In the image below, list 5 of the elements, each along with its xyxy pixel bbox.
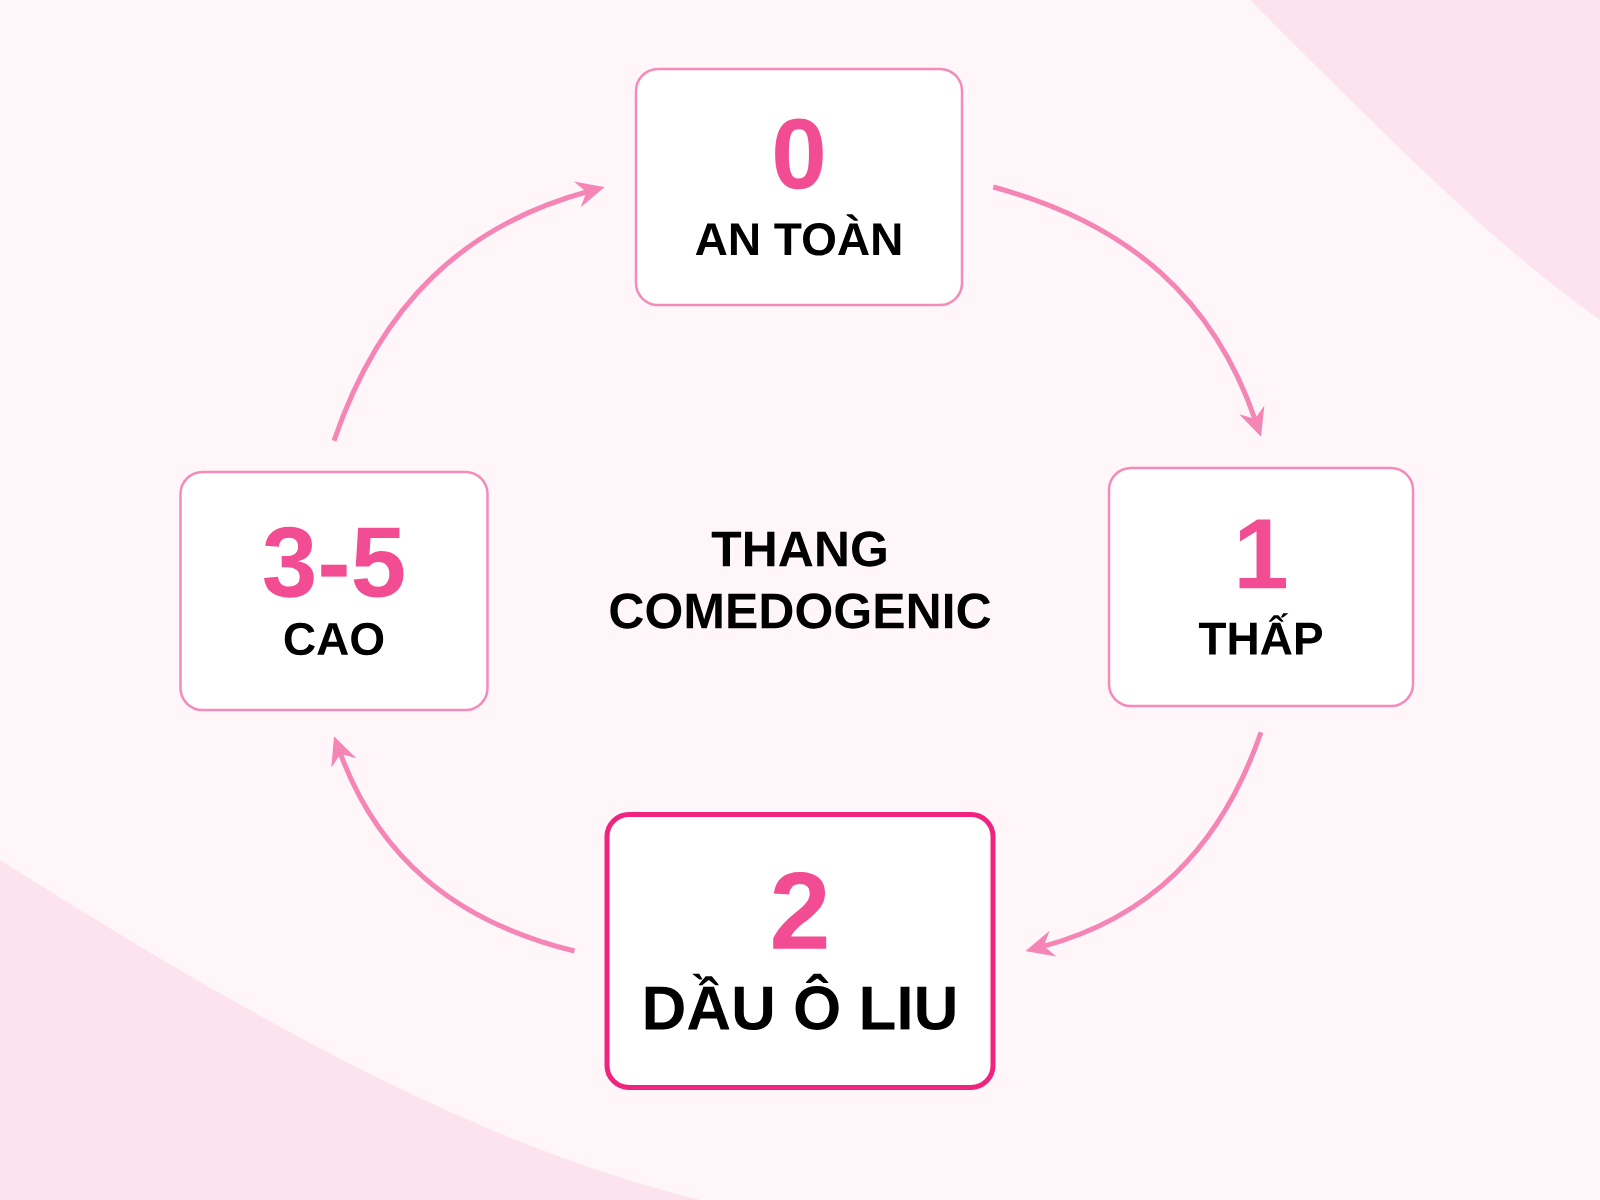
level-box: 0 AN TOÀN [634, 67, 964, 307]
level-box: 3-5 CAO [179, 470, 489, 712]
level-box: 2 DẦU Ô LIU [604, 812, 996, 1090]
center-title: THANG COMEDOGENIC [610, 531, 991, 629]
level-box: 1 THẤP [1107, 466, 1415, 708]
